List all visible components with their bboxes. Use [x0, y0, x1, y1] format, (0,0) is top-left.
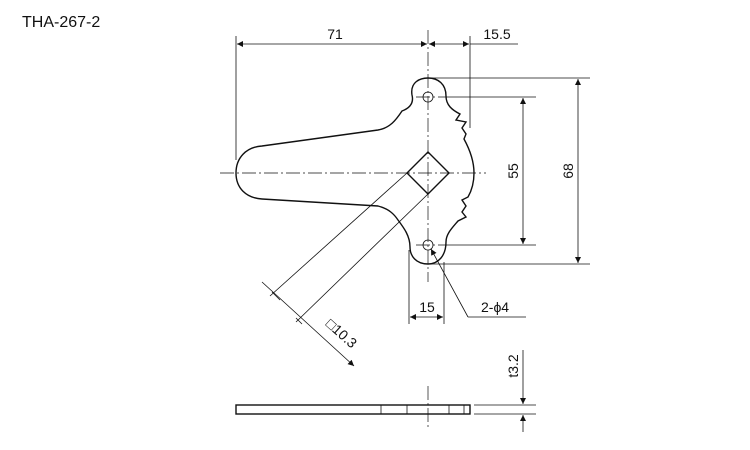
dim-right-offset: 15.5: [483, 26, 510, 42]
dim-thickness: t3.2: [505, 354, 521, 378]
dim-square: □10.3: [323, 315, 360, 351]
part-outline: [235, 77, 475, 265]
part-number-label: THA-267-2: [22, 14, 101, 31]
leader-holes: [430, 248, 469, 318]
dim-line-square: [261, 281, 355, 367]
side-view-plate: [235, 404, 471, 415]
dim-outer-height: 68: [560, 163, 576, 179]
dim-holes: 2-ϕ4: [481, 299, 509, 315]
dim-overall-width: 71: [327, 26, 343, 42]
dim-hole-offset: 15: [419, 299, 435, 315]
dim-inner-height: 55: [505, 163, 521, 179]
